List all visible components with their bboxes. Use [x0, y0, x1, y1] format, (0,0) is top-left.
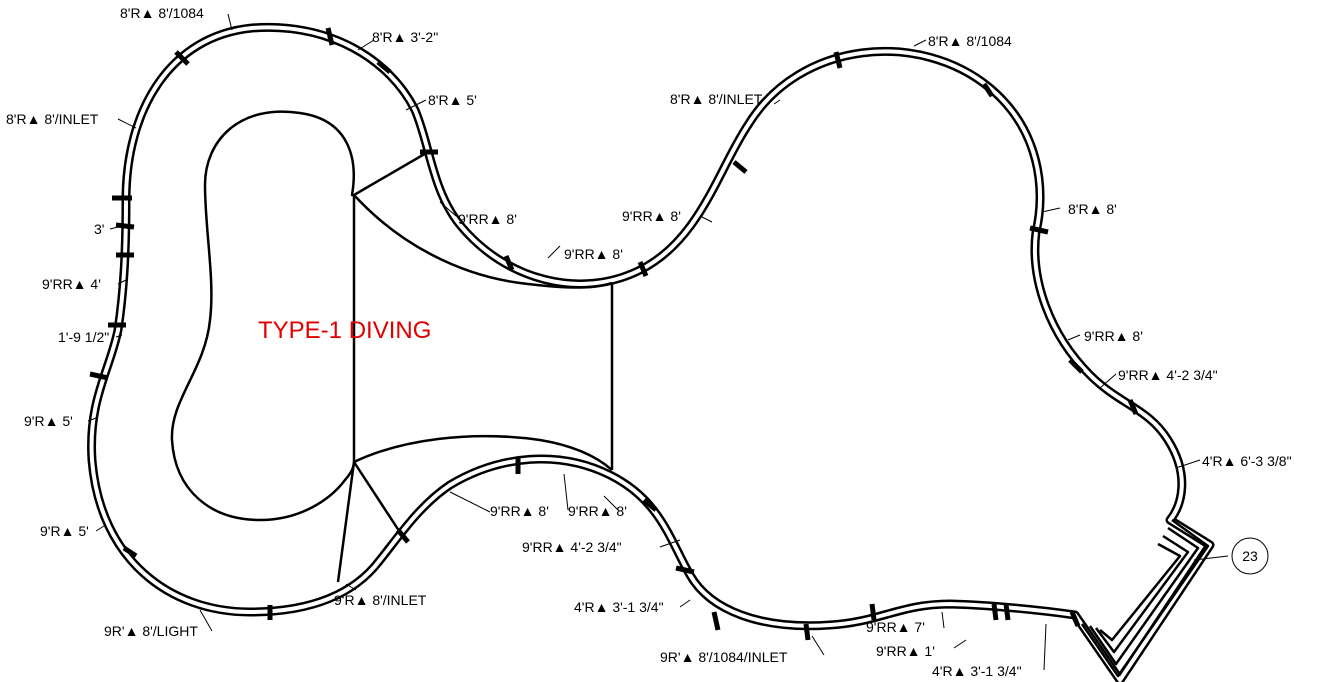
dimension-labels: 8'R▲ 8'/1084 8'R▲ 3'-2" 8'R▲ 5' 8'R▲ 8'/… — [6, 5, 1292, 679]
dimension-label: 9'RR▲ 4'-2 3/4" — [522, 539, 622, 555]
dimension-label: 4'R▲ 3'-1 3/4" — [932, 663, 1022, 679]
dimension-label: 9'R▲ 5' — [24, 413, 73, 429]
dimension-label: 9'RR▲ 8' — [564, 246, 623, 262]
pool-wall — [87, 22, 1215, 682]
dimension-label: 8'R▲ 8' — [1068, 201, 1117, 217]
dimension-label: 8'R▲ 8'/1084 — [120, 5, 204, 21]
dimension-label: 8'R▲ 5' — [428, 92, 477, 108]
dimension-label: 9R'▲ 8'/LIGHT — [104, 623, 198, 639]
dimension-label: 8'R▲ 8'/1084 — [928, 33, 1012, 49]
dimension-label: 9'RR▲ 8' — [458, 211, 517, 227]
dimension-label: 8'R▲ 8'/INLET — [6, 111, 99, 127]
dimension-label: 9R'▲ 8'/1084/INLET — [660, 649, 788, 665]
dimension-label: 4'R▲ 3'-1 3/4" — [574, 599, 664, 615]
dimension-label: 9'RR▲ 8' — [490, 503, 549, 519]
dimension-label: 4'R▲ 6'-3 3/8" — [1202, 453, 1292, 469]
dimension-label: 9'RR▲ 8' — [622, 208, 681, 224]
dimension-label: 9'RR▲ 8' — [1084, 328, 1143, 344]
dimension-label: 8'R▲ 3'-2" — [372, 29, 438, 45]
leader-lines — [87, 13, 1229, 671]
diagram-title: TYPE-1 DIVING — [258, 317, 431, 344]
callout-23: 23 — [1231, 537, 1269, 575]
dimension-label: 9'RR▲ 7' — [866, 619, 925, 635]
dimension-label: 9'RR▲ 4' — [42, 276, 101, 292]
dimension-label: 9'R▲ 8'/INLET — [334, 592, 427, 608]
pool-steps — [1080, 518, 1210, 678]
dimension-label: 9'R▲ 5' — [40, 523, 89, 539]
dimension-label: 8'R▲ 8'/INLET — [670, 91, 763, 107]
callout-circle — [1231, 537, 1269, 575]
diving-hopper — [170, 110, 614, 583]
dimension-label: 9'RR▲ 1' — [876, 643, 935, 659]
dimension-label: 1'-9 1/2" — [58, 329, 109, 345]
dimension-label: 9'RR▲ 8' — [568, 503, 627, 519]
dimension-label: 9'RR▲ 4'-2 3/4" — [1118, 367, 1218, 383]
wall-tick-marks — [89, 27, 1139, 641]
dimension-label: 3' — [94, 221, 104, 237]
callout-number: 23 — [1242, 548, 1258, 564]
